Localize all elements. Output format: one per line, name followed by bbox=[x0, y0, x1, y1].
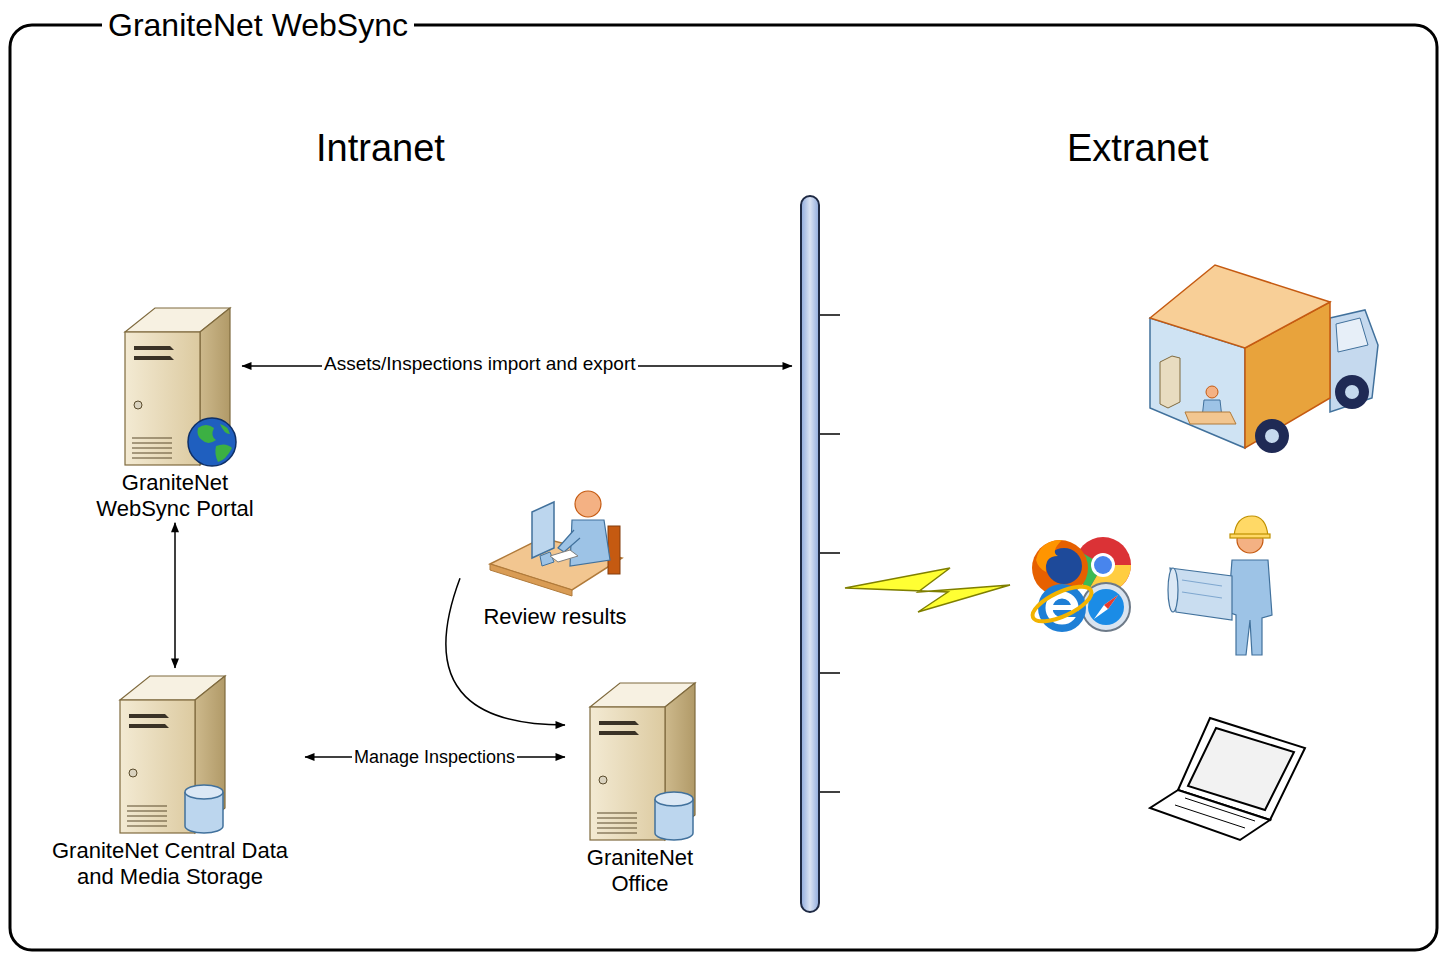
zone-heading: Extranet bbox=[1065, 127, 1211, 170]
reviewer-icon bbox=[480, 486, 630, 604]
server-icon bbox=[105, 668, 235, 838]
engineer-figure bbox=[1168, 516, 1272, 655]
frame bbox=[10, 25, 1437, 950]
node-label: GraniteNet Central Data and Media Storag… bbox=[35, 838, 305, 891]
server-node: Review results bbox=[458, 486, 652, 630]
connector-label: Manage Inspections bbox=[352, 747, 517, 768]
server-icon bbox=[110, 300, 240, 470]
server-node: GraniteNet WebSync Portal bbox=[75, 300, 275, 523]
node-label: Review results bbox=[460, 604, 650, 630]
network-bar bbox=[801, 196, 840, 912]
server-node: GraniteNet Central Data and Media Storag… bbox=[35, 668, 305, 891]
node-label: GraniteNet Office bbox=[575, 845, 705, 898]
connector-label: Assets/Inspections import and export bbox=[322, 353, 638, 375]
laptop-icon bbox=[1150, 718, 1305, 840]
browser-icons bbox=[1028, 537, 1131, 632]
lightning-bolt bbox=[845, 568, 1010, 612]
connector-arrow bbox=[446, 578, 565, 725]
node-label: GraniteNet WebSync Portal bbox=[85, 470, 265, 523]
server-icon bbox=[575, 675, 705, 845]
truck-icon bbox=[1150, 265, 1378, 453]
diagram-title: GraniteNet WebSync bbox=[102, 6, 414, 44]
zone-heading: Intranet bbox=[314, 127, 447, 170]
server-node: GraniteNet Office bbox=[565, 675, 715, 898]
connector-arrow bbox=[174, 523, 176, 668]
